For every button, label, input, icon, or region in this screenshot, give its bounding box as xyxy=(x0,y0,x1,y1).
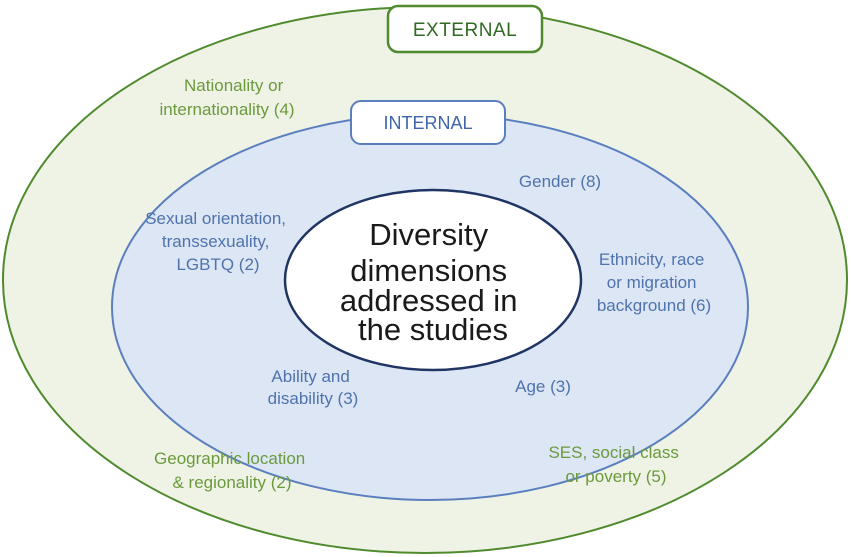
core-text: Diversity dimensions addressed in the st… xyxy=(340,217,526,347)
core-line: Diversity xyxy=(369,217,488,252)
external-item-geographic: Geographic location & regionality (2) xyxy=(154,449,310,492)
external-item-nationality: Nationality or internationality (4) xyxy=(159,76,294,119)
external-item-ses: SES, social class or poverty (5) xyxy=(548,443,683,486)
external-label: EXTERNAL xyxy=(386,4,544,54)
internal-label: INTERNAL xyxy=(350,100,506,145)
core-line: the studies xyxy=(358,312,508,347)
internal-item-age: Age (3) xyxy=(515,377,571,396)
core-line: addressed in xyxy=(340,283,518,318)
internal-item-ability: Ability and disability (3) xyxy=(268,367,359,408)
core-ellipse xyxy=(283,188,583,372)
internal-item-sexual-orientation: Sexual orientation, transsexuality, LGBT… xyxy=(145,209,291,274)
external-label-text: EXTERNAL xyxy=(413,20,517,41)
core-line: dimensions xyxy=(350,253,507,288)
internal-item-gender: Gender (8) xyxy=(519,172,601,191)
internal-item-ethnicity: Ethnicity, race or migration background … xyxy=(597,250,711,315)
internal-label-text: INTERNAL xyxy=(383,113,472,133)
